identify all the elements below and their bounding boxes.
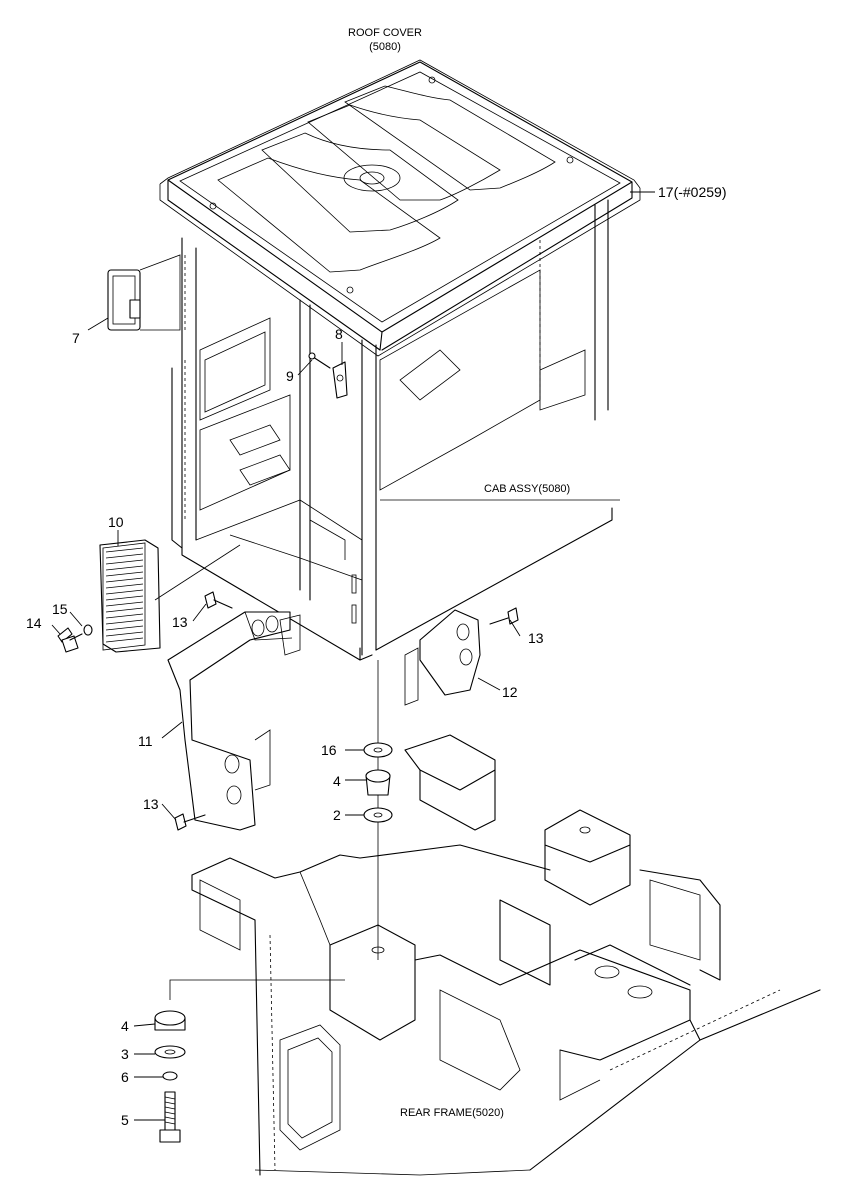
part-13-bolt-c [174,813,206,831]
callout-13-lower-left: 13 [143,796,159,812]
part-13-bolt-a [204,591,233,609]
part-12-bracket [404,609,481,706]
part-10-filter [99,539,241,653]
callout-2: 2 [333,807,341,823]
callout-4-lower: 4 [121,1018,129,1034]
callout-5: 5 [121,1112,129,1128]
rear-frame [191,734,821,1176]
roof-cover-code: (5080) [369,41,401,53]
cab-assembly [171,199,620,661]
roof-cover-caption: ROOF COVER [348,27,422,39]
captions: ROOF COVER (5080) CAB ASSY(5080) REAR FR… [348,27,570,1119]
part-15-washer [83,624,93,636]
callout-13-right: 13 [528,630,544,646]
callout-labels: 17(-#0259) 7 8 9 10 15 14 13 13 13 12 11… [26,184,727,1128]
callout-4-upper: 4 [333,773,341,789]
callout-16: 16 [321,742,337,758]
callout-8: 8 [335,326,343,342]
callout-15: 15 [52,601,68,617]
mount-stack-lower [154,979,345,1143]
part-13-bolt-b [489,607,519,625]
part-8-bracket [332,361,348,399]
callout-17: 17(-#0259) [658,184,727,200]
callout-14: 14 [26,615,42,631]
part-11-bracket [167,611,301,831]
leader-lines [51,191,655,1121]
callout-12: 12 [502,684,518,700]
callout-10: 10 [108,514,124,530]
rear-frame-caption: REAR FRAME(5020) [400,1107,504,1119]
cab-assy-caption: CAB ASSY(5080) [484,483,570,495]
part-7-latch [107,254,181,331]
callout-11: 11 [138,733,153,749]
roof-cover [167,61,633,351]
callout-6: 6 [121,1069,129,1085]
mount-stack-upper [363,660,393,960]
callout-7: 7 [72,330,80,346]
callout-9: 9 [286,368,294,384]
part-14-wing-bolt [57,627,83,653]
callout-13-upper-left: 13 [172,614,188,630]
callout-3: 3 [121,1046,129,1062]
part-9-bolt [308,352,331,369]
roof-seal [159,59,641,357]
